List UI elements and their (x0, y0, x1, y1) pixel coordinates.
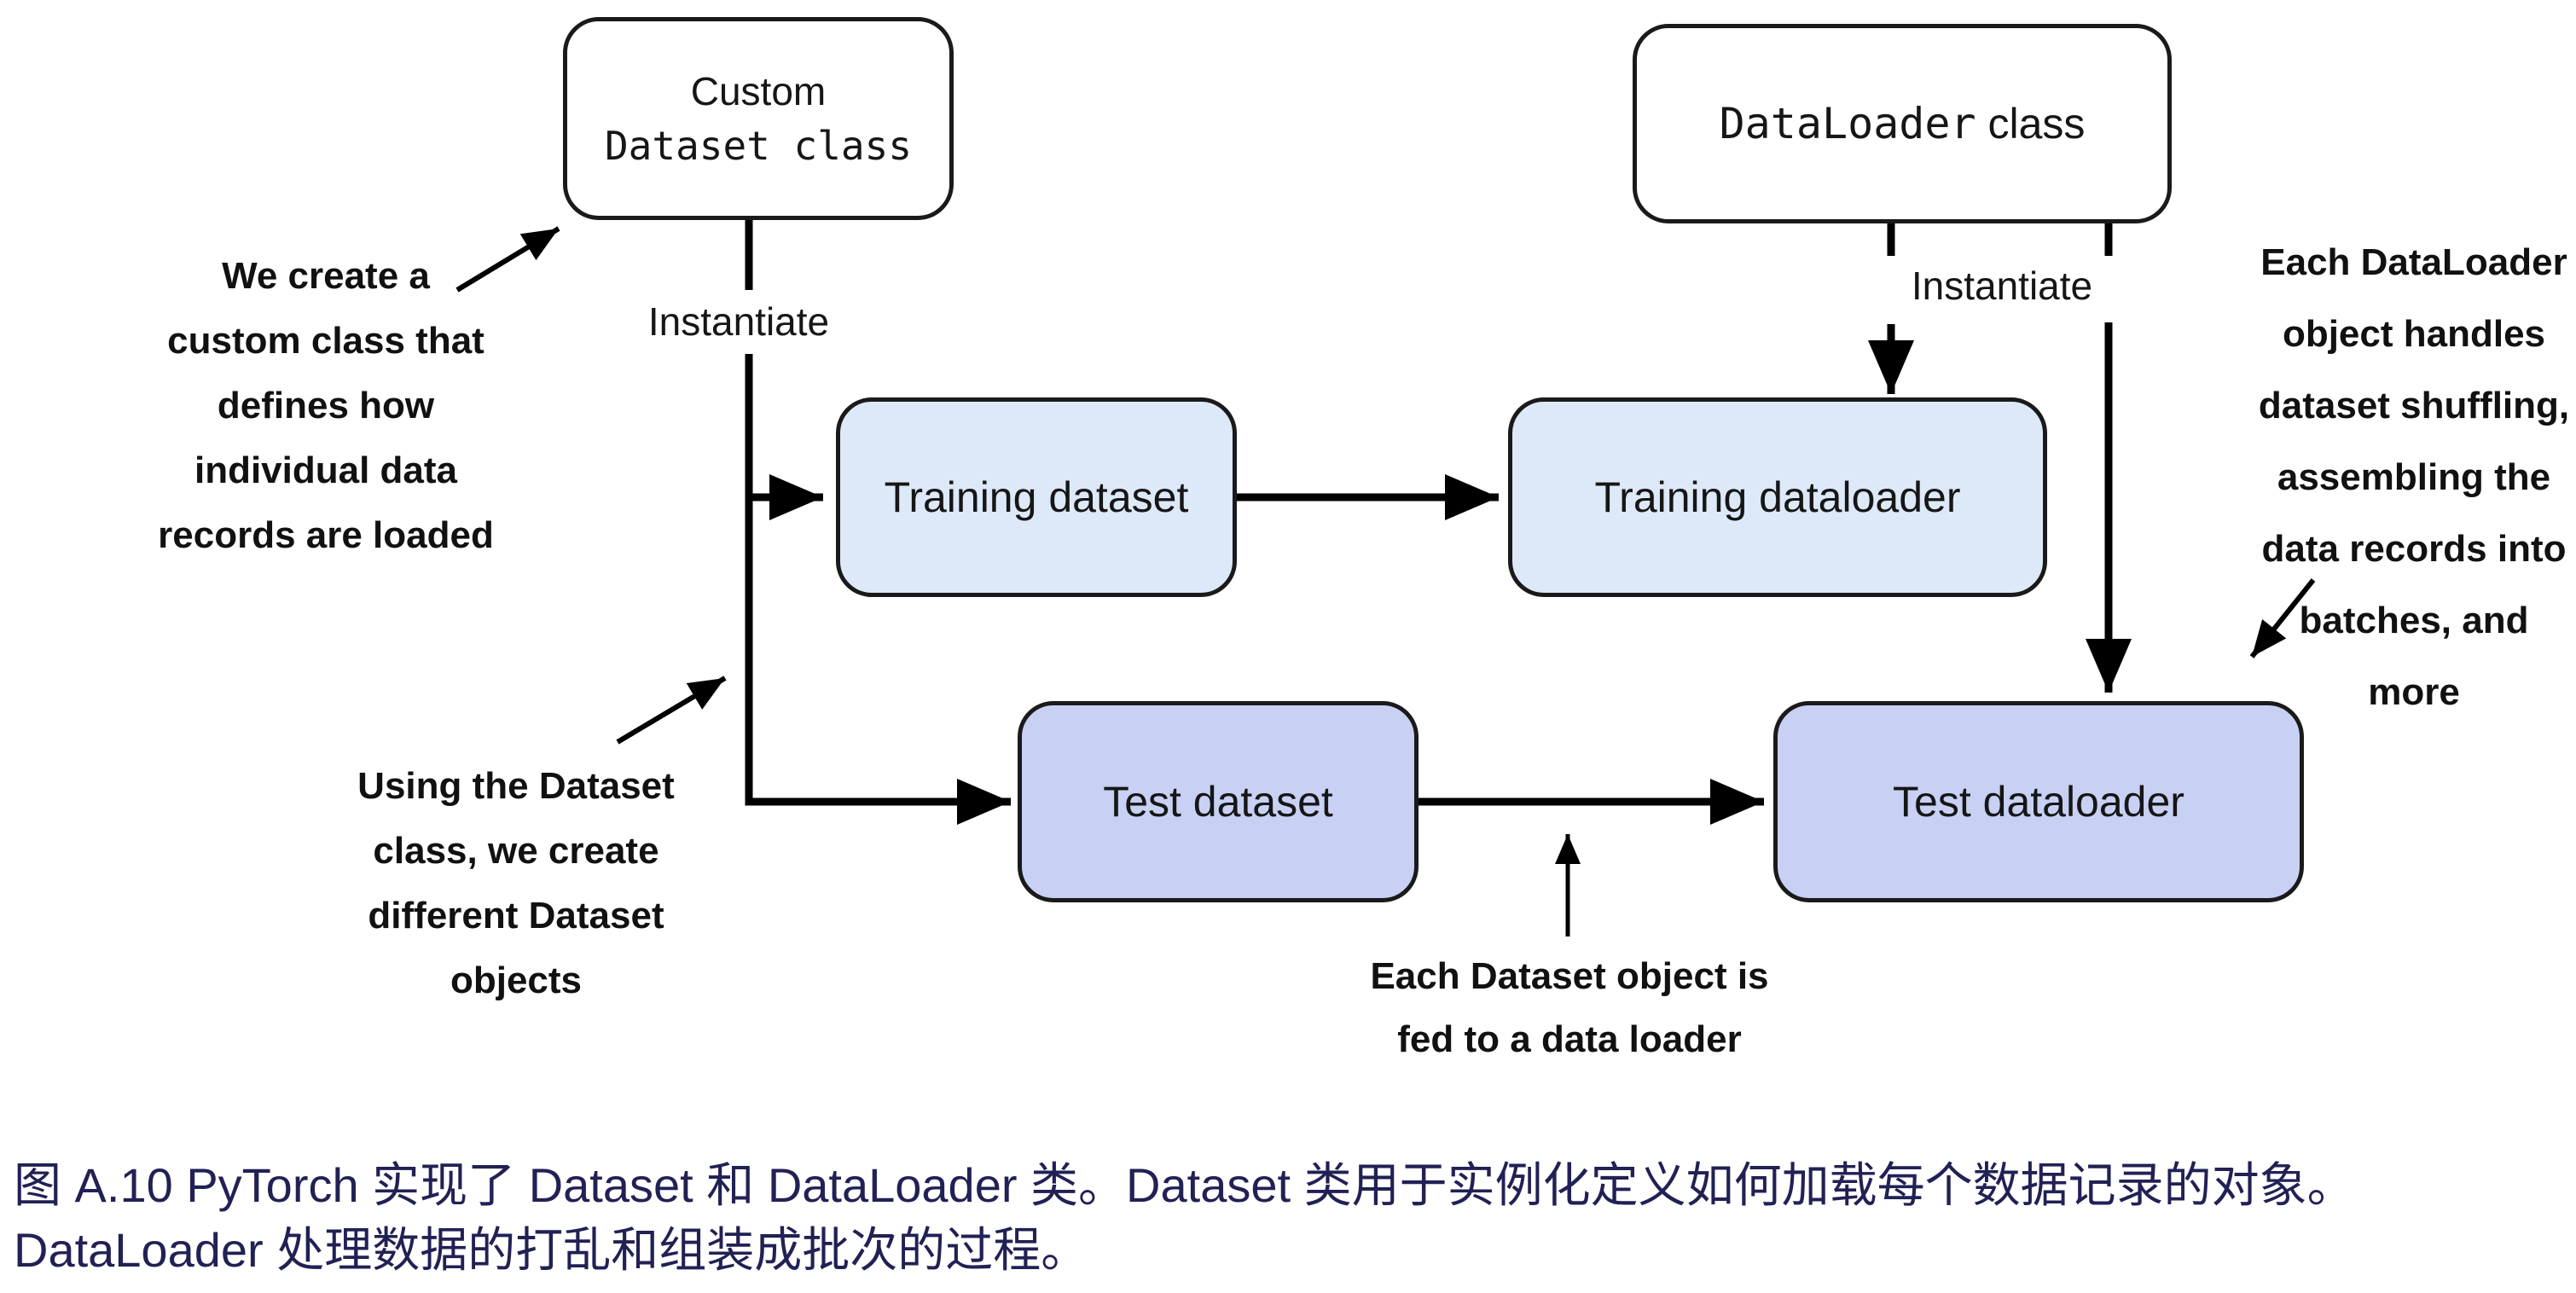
training-dataloader-label: Training dataloader (1594, 473, 1961, 521)
dataloader-class-box: DataLoader class (1633, 24, 2172, 223)
instantiate-label-right: Instantiate (1911, 264, 2093, 308)
annotation-create-custom-class: We create a custom class that defines ho… (158, 255, 494, 556)
training-dataset-label: Training dataset (884, 473, 1189, 521)
instantiate-label-left: Instantiate (647, 299, 830, 344)
custom-dataset-line2: Dataset class (604, 123, 913, 169)
test-dataset-box: Test dataset (1018, 701, 1419, 902)
dataloader-class-label: DataLoader class (1720, 99, 2086, 148)
custom-dataset-line1: Custom (690, 69, 827, 113)
training-dataloader-box: Training dataloader (1508, 397, 2047, 597)
dataloader-class-sans-part: class (1976, 100, 2086, 148)
annotation-fed-to-dataloader: Each Dataset object is fed to a data loa… (1370, 955, 1769, 1060)
dataloader-class-mono-part: DataLoader (1719, 99, 1976, 148)
custom-dataset-class-label: Custom Dataset class (605, 64, 912, 173)
using-annotation-arrow (616, 675, 727, 745)
annotation-dataloader-handles: Each DataLoader object handles dataset s… (2258, 241, 2570, 713)
custom-dataset-class-box: Custom Dataset class (563, 17, 954, 220)
test-dataloader-box: Test dataloader (1773, 701, 2304, 902)
annotation-using-dataset-class: Using the Dataset class, we create diffe… (357, 765, 675, 1001)
test-dataloader-label: Test dataloader (1893, 778, 2184, 826)
figure-caption: 图 A.10 PyTorch 实现了 Dataset 和 DataLoader … (14, 1158, 2355, 1277)
training-dataset-box: Training dataset (836, 397, 1237, 597)
test-dataset-label: Test dataset (1103, 778, 1333, 826)
